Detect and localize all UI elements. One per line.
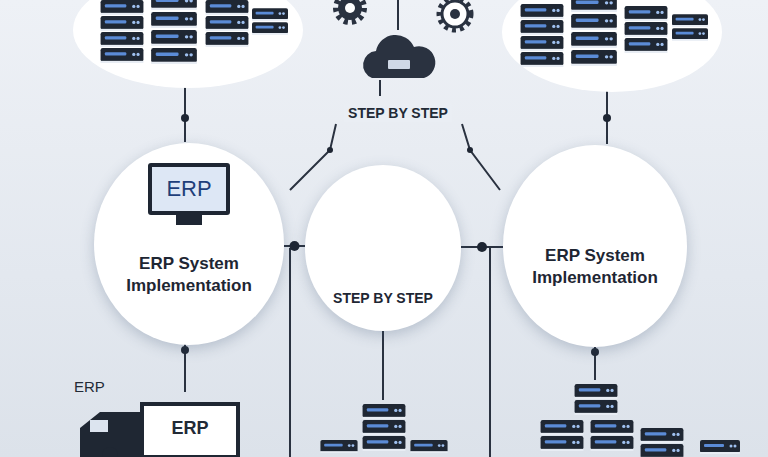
connector xyxy=(461,242,503,252)
cloud-icon xyxy=(363,35,435,78)
server-cloud-right xyxy=(502,0,722,92)
step-circle: STEP BY STEP xyxy=(305,165,461,331)
connector-dot xyxy=(290,241,300,251)
text-label: ERP xyxy=(74,378,105,395)
gear-icons-top xyxy=(336,0,471,30)
monitor-screen-text: ERP xyxy=(148,163,229,215)
truck-icon xyxy=(80,404,238,457)
truck-label: ERP xyxy=(171,418,208,439)
connector xyxy=(284,241,305,251)
heading-label: STEP BY STEP xyxy=(344,104,452,122)
erp-circle: ERP ERP System Implementation xyxy=(94,143,284,345)
node-title: STEP BY STEP xyxy=(333,289,433,307)
erp-circle: ERP System Implementation xyxy=(503,145,687,347)
node-title: ERP System Implementation xyxy=(114,253,264,297)
node-title: ERP System Implementation xyxy=(520,245,670,289)
connector-dot xyxy=(477,242,487,252)
server-cloud-left xyxy=(73,0,303,88)
